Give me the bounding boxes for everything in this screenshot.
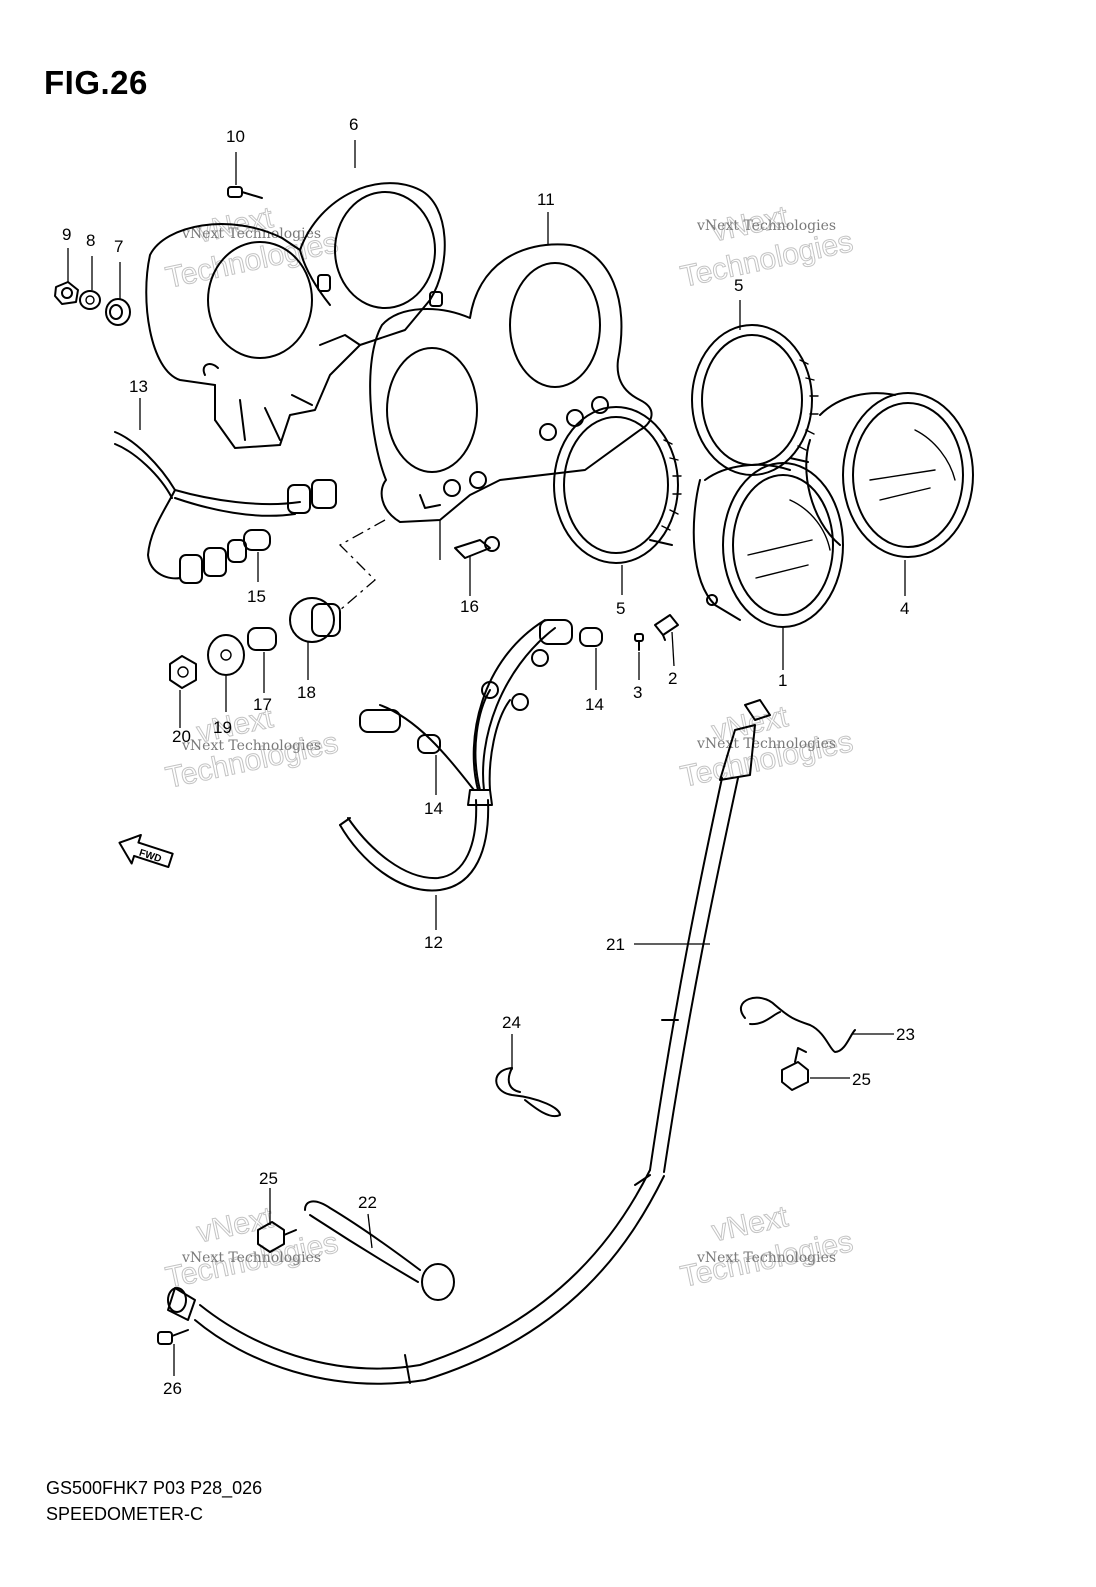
callout-14-right: 14 [585,695,604,714]
bulb-socket-part-2 [654,614,679,641]
gauge-part-4 [789,392,974,558]
callout-15: 15 [247,587,266,606]
grommet-part-7 [105,298,131,326]
harness-part-12 [339,619,573,892]
callout-1: 1 [778,671,787,690]
callout-10: 10 [226,127,245,146]
callout-7: 7 [114,237,123,256]
figure-name: SPEEDOMETER-C [46,1504,204,1524]
callout-24: 24 [502,1013,521,1032]
watermarks: vNext Technologies vNext Technologies vN… [162,200,856,1296]
bolt-part-25-lower [257,1221,297,1253]
bulb-part-14-lower [417,734,441,754]
svg-text:vNext Technologies: vNext Technologies [181,226,321,242]
bulb-part-14-right [579,627,603,647]
screw-part-10 [227,186,263,199]
callout-6: 6 [349,115,358,134]
screw-part-16 [454,536,500,559]
callout-9: 9 [62,225,71,244]
callout-23: 23 [896,1025,915,1044]
callout-25-lower: 25 [259,1169,278,1188]
speedometer-cable-part-21 [167,699,771,1385]
svg-text:vNext Technologies: vNext Technologies [696,1250,836,1266]
harness-part-13 [114,431,337,584]
callout-2: 2 [668,669,677,688]
washer-part-19 [207,634,245,676]
ring-part-5-lower [553,406,682,564]
nut-part-20 [169,655,197,689]
model-code: GS500FHK7 P03 P28_026 [46,1478,263,1498]
dashed-assembly-line [338,519,386,611]
nut-part-9 [54,281,79,305]
svg-text:vNext Technologies: vNext Technologies [696,218,836,234]
svg-text:vNext Technologies: vNext Technologies [181,738,321,754]
callout-20: 20 [172,727,191,746]
meter-housing-part-6 [145,182,446,449]
meter-panel-part-11 [369,243,653,523]
screw-part-26 [157,1329,189,1345]
cable-clamp-part-23 [740,996,856,1053]
clip-part-24 [495,1067,561,1118]
callout-22: 22 [358,1193,377,1212]
callout-25-upper: 25 [852,1070,871,1089]
callout-4: 4 [900,599,909,618]
callout-14-lower: 14 [424,799,443,818]
callout-13: 13 [129,377,148,396]
callout-21: 21 [606,935,625,954]
callout-5-upper: 5 [734,276,743,295]
forward-direction-arrow: FWD [118,833,174,869]
gauge-part-1 [649,462,844,628]
callout-11: 11 [537,190,555,209]
washer-part-8 [79,290,101,310]
callout-18: 18 [297,683,316,702]
svg-text:vNext Technologies: vNext Technologies [696,736,836,752]
bolt-part-25-upper [781,1047,809,1091]
svg-text:vNext Technologies: vNext Technologies [181,1250,321,1266]
callout-3: 3 [633,683,642,702]
part-callouts: 10 6 9 8 7 11 5 13 15 16 5 4 1 2 3 14 17… [62,115,915,1398]
figure-title: FIG.26 [44,64,148,101]
bracket-part-22 [304,1200,455,1301]
screw-part-3 [634,633,644,651]
callout-17: 17 [253,695,272,714]
ring-part-5-upper [691,324,819,476]
callout-12: 12 [424,933,443,952]
bulb-part-15 [243,529,271,551]
callout-16: 16 [460,597,479,616]
socket-part-18 [289,597,341,643]
bulb-part-17 [247,627,277,651]
callout-26: 26 [163,1379,182,1398]
callout-8: 8 [86,231,95,250]
callout-5-lower: 5 [616,599,625,618]
leader-lines [67,140,906,1376]
callout-19: 19 [213,718,232,737]
